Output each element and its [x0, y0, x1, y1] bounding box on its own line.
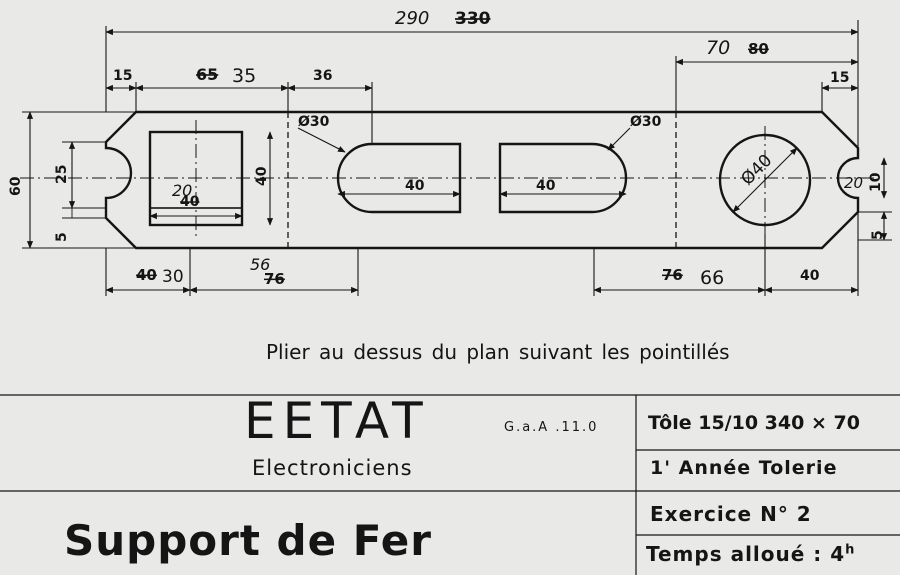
slot-left: [336, 142, 462, 214]
allotted-time-label: Temps alloué : 4: [646, 542, 846, 566]
dim-square-width-new: 35: [232, 65, 256, 87]
dim-right-tab: 15: [830, 70, 849, 86]
dim-right-span-new: 70: [706, 37, 730, 59]
dim-diameter-30-b: Ø30: [630, 114, 662, 130]
dim-bottom-far-right: 40: [800, 268, 820, 284]
dim-gap-36: 36: [313, 68, 332, 84]
dim-right-hole-20: 20: [844, 174, 863, 192]
school-name: EETAT: [244, 392, 430, 450]
dim-bottom-mid-old: 76: [264, 270, 285, 288]
department-label: Electroniciens: [252, 456, 413, 480]
school-code: G.a.A .11.0: [504, 420, 599, 435]
dimension-labels: 290 330 15 65 35 36 70 80 15 60 25 5 40 …: [8, 8, 886, 289]
exercise-number: Exercice N° 2: [650, 502, 812, 526]
allotted-time: Temps alloué : 4h: [646, 542, 855, 566]
dim-left-slot: 25: [54, 165, 70, 184]
drawing-title: Support de Fer: [64, 516, 432, 565]
fold-lines: [287, 112, 677, 248]
dim-overall-new: 290: [395, 8, 429, 29]
dim-circle-diameter: Ø40: [737, 151, 776, 190]
allotted-time-unit: h: [845, 542, 856, 558]
material-spec: Tôle 15/10 340 × 70: [648, 412, 860, 434]
dim-bottom-right-new: 66: [700, 267, 724, 289]
dim-bottom-right-old: 76: [662, 266, 683, 284]
dim-bottom-left-old: 40: [136, 266, 157, 284]
dim-right-span-old: 80: [748, 40, 769, 58]
dim-bottom-left-new: 30: [162, 267, 184, 287]
dim-inner-40-old: 40: [180, 194, 200, 210]
dim-right-offset: 5: [870, 230, 886, 240]
dim-bottom-mid-new: 56: [250, 255, 270, 274]
dim-height: 60: [8, 176, 24, 196]
dim-slot-length-1: 40: [405, 178, 425, 194]
dim-right-hole-10: 10: [868, 172, 884, 192]
fold-instruction-note: Plier au dessus du plan suivant les poin…: [266, 340, 730, 364]
dim-inner-20: 20: [172, 181, 192, 200]
dim-square-width-old: 65: [196, 65, 218, 84]
title-block-grid: [0, 394, 900, 575]
dim-square-height: 40: [254, 166, 270, 186]
year-label: 1' Année Tolerie: [650, 457, 838, 479]
dim-left-offset: 5: [54, 232, 70, 242]
dim-diameter-30-a: Ø30: [298, 114, 330, 130]
slot-right: [498, 142, 628, 214]
dim-overall-old: 330: [455, 9, 491, 29]
dim-slot-length-2: 40: [536, 178, 556, 194]
dimension-lines: [26, 28, 888, 294]
dim-left-tab: 15: [113, 68, 132, 84]
